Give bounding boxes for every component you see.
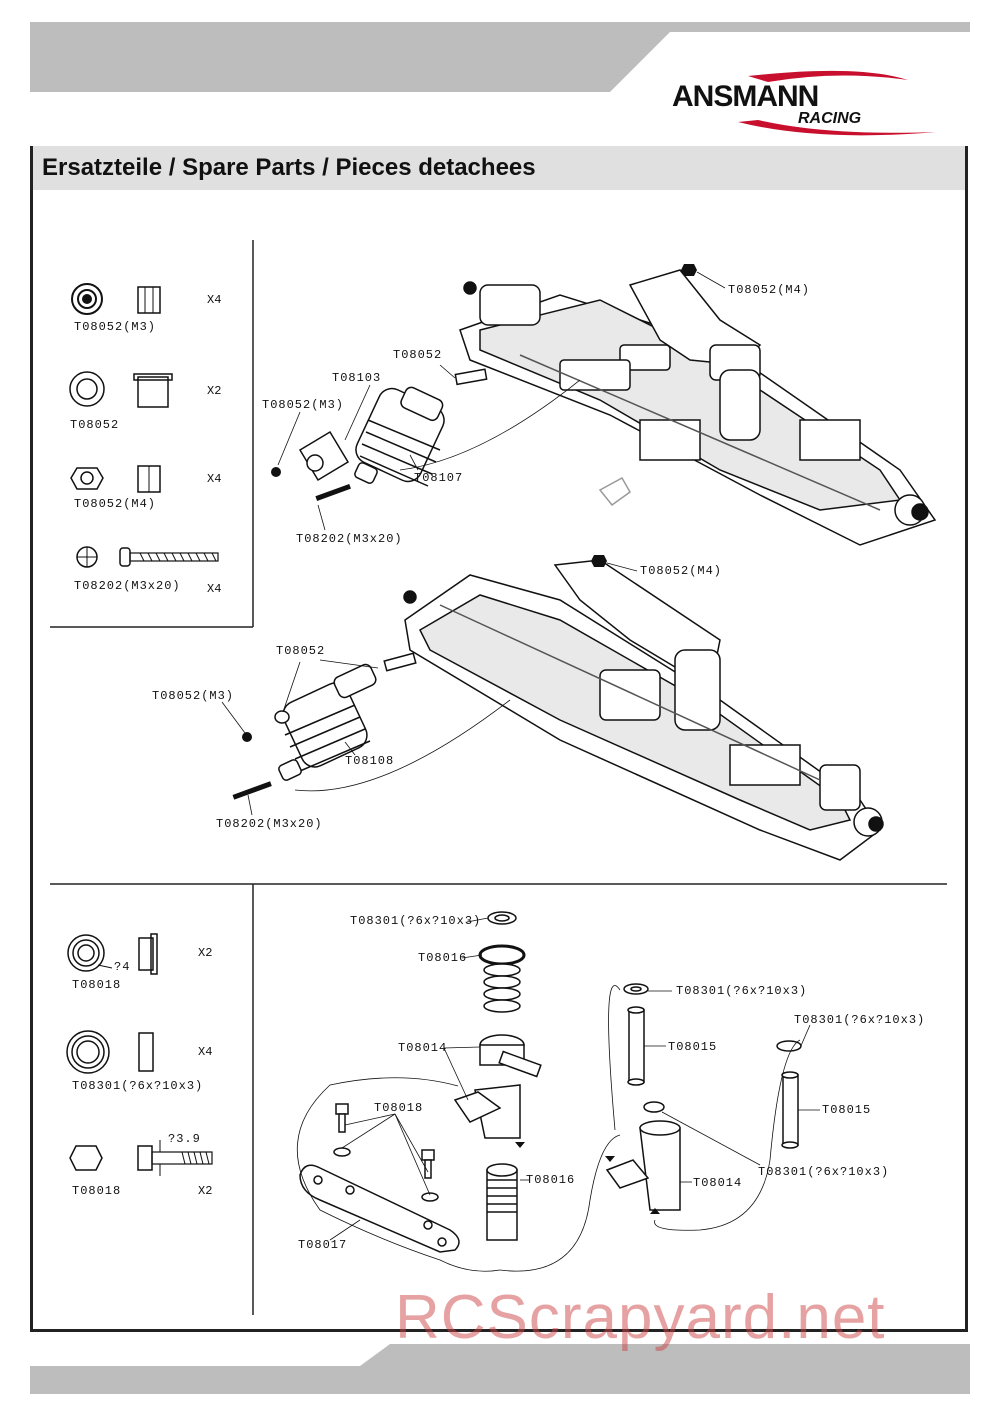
diagram-top-label-5: T08107 — [414, 471, 464, 485]
post-far-right-icon — [781, 1071, 799, 1149]
bushing-top-icon — [298, 430, 350, 482]
diagram-bottom-label-9: T08301(?6x?10x3) — [794, 1013, 926, 1027]
shock-mid-icon — [278, 652, 417, 781]
diagram-bottom-label-10: T08015 — [822, 1103, 872, 1117]
diagram-mid-label-2: T08052 — [276, 644, 326, 658]
screw-icon — [76, 546, 219, 568]
watermark: RCScrapyard.net — [395, 1283, 886, 1352]
legend-top-label-4: T08202(M3x20) — [74, 579, 181, 593]
bolt-icon — [69, 1140, 213, 1176]
title-bar: Ersatzteile / Spare Parts / Pieces detac… — [30, 146, 968, 190]
bearing-far-right-icon — [776, 1040, 802, 1052]
legend-bottom-label-1: T08018 — [72, 978, 122, 992]
legend-bottom-note-3: ?3.9 — [168, 1132, 201, 1146]
legend-bottom-qty-3: X2 — [198, 1184, 213, 1198]
footer-bar — [30, 1344, 970, 1394]
steering-plate-icon — [299, 1164, 460, 1253]
legend-top-qty-2: X2 — [207, 384, 222, 398]
legend-top-label-1: T08052(M3) — [74, 320, 157, 334]
diagram-mid-label-1: T08052(M4) — [640, 564, 723, 578]
nut-m3-mid-icon — [242, 732, 252, 742]
diagram-bottom-label-5: T08016 — [526, 1173, 576, 1187]
legend-bottom-qty-2: X4 — [198, 1045, 213, 1059]
page-title: Ersatzteile / Spare Parts / Pieces detac… — [42, 154, 536, 181]
servo-saver-top-icon — [479, 1034, 542, 1078]
washer-icon — [67, 933, 158, 975]
brand-name: ANSMANN — [672, 80, 819, 113]
header-bar — [30, 22, 970, 92]
brand-logo: ANSMANN RACING — [668, 70, 938, 140]
hex-nut-m4-mid-icon — [591, 555, 607, 567]
header-cut-shape — [30, 22, 970, 92]
bearing-right-icon — [623, 983, 649, 995]
shock-top-icon — [354, 368, 488, 487]
steering-post-left-icon — [453, 1084, 521, 1139]
diagram-bottom-label-1: T08301(?6x?10x3) — [350, 914, 482, 928]
diagram-top-label-4: T08052(M3) — [262, 398, 345, 412]
legend-top-label-3: T08052(M4) — [74, 497, 157, 511]
diagram-top-label-3: T08103 — [332, 371, 382, 385]
hex-nut-m4-icon — [681, 264, 697, 276]
screw-mid-icon — [232, 781, 272, 800]
diagram-bottom-label-11: T08301(?6x?10x3) — [758, 1165, 890, 1179]
diagram-top-label-6: T08202(M3x20) — [296, 532, 403, 546]
diagram-bottom-label-2: T08016 — [418, 951, 468, 965]
legend-top-label-2: T08052 — [70, 418, 120, 432]
steering-post-right-icon — [605, 1120, 681, 1211]
diagram-bottom-label-4: T08018 — [374, 1101, 424, 1115]
legend-bottom-qty-1: X2 — [198, 946, 213, 960]
bearing-top-icon — [487, 911, 517, 925]
legend-top-qty-3: X4 — [207, 472, 222, 486]
diagram-bottom-label-12: T08014 — [693, 1176, 743, 1190]
spring-icon — [478, 944, 526, 1013]
bearing-mid-right-icon — [643, 1101, 665, 1113]
diagram-mid-label-3: T08052(M3) — [152, 689, 235, 703]
diagram-mid-label-4: T08108 — [345, 754, 395, 768]
legend-bottom-label-3: T08018 — [72, 1184, 122, 1198]
diagram-bottom-label-6: T08017 — [298, 1238, 348, 1252]
legend-top-qty-4: X4 — [207, 582, 222, 596]
legend-top-qty-1: X4 — [207, 293, 222, 307]
bushing-mid-icon — [274, 710, 290, 724]
spacer-icon — [69, 371, 173, 408]
diagram-bottom-label-7: T08301(?6x?10x3) — [676, 984, 808, 998]
nut-m3-icon — [71, 283, 161, 315]
diagram-mid-label-5: T08202(M3x20) — [216, 817, 323, 831]
bolt-left-icon — [333, 1103, 351, 1157]
bearing-icon — [66, 1030, 154, 1074]
screw-top-icon — [315, 483, 351, 501]
diagram-bottom-label-8: T08015 — [668, 1040, 718, 1054]
footer-cut-shape — [30, 1344, 390, 1366]
legend-bottom-label-2: T08301(?6x?10x3) — [72, 1079, 204, 1093]
content-frame — [30, 146, 968, 1332]
nut-m3-small-icon — [271, 467, 281, 477]
post-right-icon — [627, 1006, 645, 1086]
nut-m4-icon — [70, 465, 161, 493]
diagram-top-label-1: T08052(M4) — [728, 283, 811, 297]
logo-swoosh — [738, 70, 936, 136]
diagram-top-label-2: T08052 — [393, 348, 443, 362]
threaded-sleeve-icon — [486, 1163, 518, 1241]
bolt-right-icon — [421, 1149, 439, 1202]
brand-sub: RACING — [798, 110, 862, 127]
diagram-bottom-label-3: T08014 — [398, 1041, 448, 1055]
legend-bottom-note-1: ?4 — [114, 960, 131, 974]
